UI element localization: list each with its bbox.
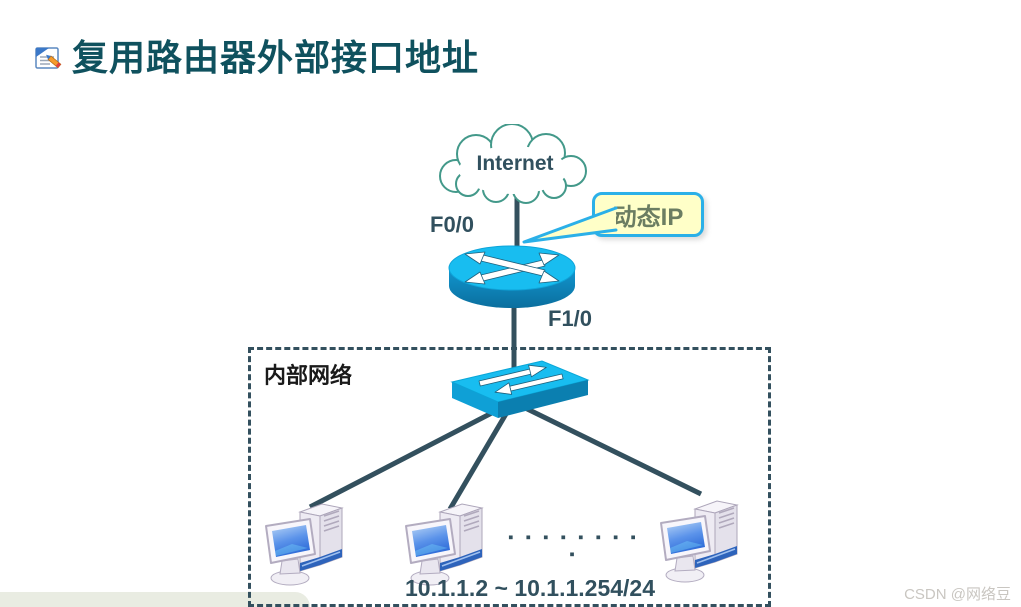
internal-network-zone bbox=[248, 347, 771, 607]
watermark: CSDN @网络豆 bbox=[904, 586, 1011, 603]
callout-tail bbox=[522, 206, 618, 244]
page-title: 复用路由器外部接口地址 bbox=[72, 37, 480, 78]
ip-range-label: 10.1.1.2 ~ 10.1.1.254/24 bbox=[404, 575, 656, 601]
wan-interface-label: F0/0 bbox=[430, 212, 475, 237]
edit-document-icon bbox=[35, 47, 62, 69]
lan-interface-label: F1/0 bbox=[548, 306, 593, 331]
more-hosts-ellipsis: ▪ ▪ ▪ ▪ ▪ ▪ ▪ ▪ ▪ bbox=[508, 529, 640, 563]
switch-icon bbox=[442, 357, 592, 421]
pc-icon bbox=[657, 496, 749, 584]
pc-icon bbox=[262, 499, 354, 587]
internal-network-label: 内部网络 bbox=[264, 363, 353, 388]
title-row: 复用路由器外部接口地址 bbox=[34, 38, 479, 78]
router-icon bbox=[447, 241, 577, 311]
network-link bbox=[511, 399, 703, 497]
pc-icon bbox=[402, 499, 494, 587]
slide-footer-shape bbox=[0, 592, 310, 607]
network-link bbox=[447, 400, 516, 511]
callout-label: 动态IP bbox=[612, 204, 684, 231]
internet-label: Internet bbox=[476, 152, 554, 175]
network-link bbox=[308, 399, 515, 510]
